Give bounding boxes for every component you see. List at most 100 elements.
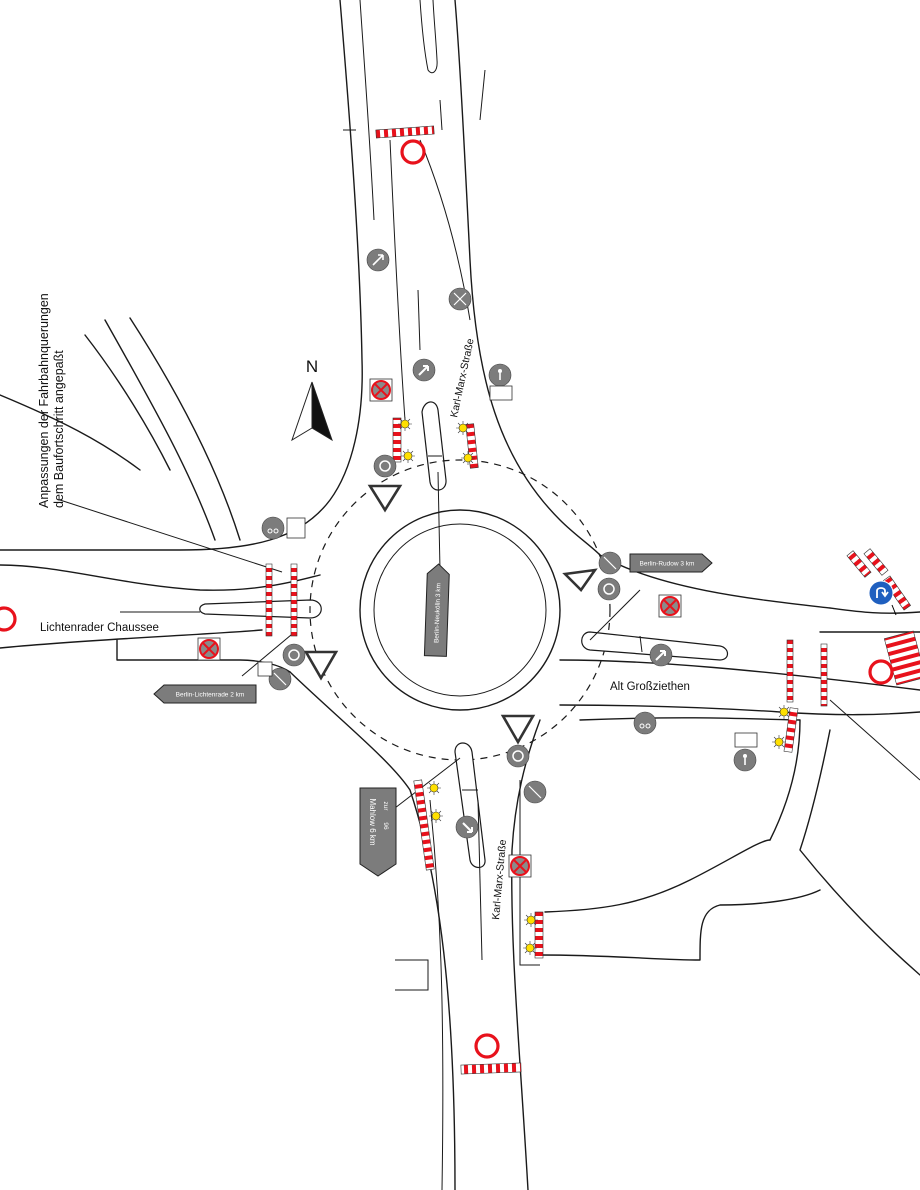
north-road-west-edge: [0, 0, 363, 551]
warning-light-icon: [455, 420, 471, 436]
nw-road-c: [0, 394, 141, 471]
street-label-alt-grossziethen: Alt Großziethen: [610, 681, 690, 693]
north-label: N: [306, 357, 318, 376]
no-stopping-icon: [197, 637, 221, 661]
yield-sign-icon: [303, 650, 339, 681]
north-median-2: [359, 0, 375, 221]
cyclist-icon: [598, 551, 622, 575]
direction-sign-neukoelln: Berlin-Neukölln 3 km: [423, 563, 450, 657]
supplementary-bicycle-plate: [734, 732, 758, 748]
east-south-bottom: [539, 889, 821, 961]
leader-line-east: [829, 699, 920, 781]
barrier-northeast-a: [846, 550, 872, 578]
cyclist-icon: [633, 711, 657, 735]
direction-sign-label: Mahlow 6 km: [368, 798, 377, 845]
barrier-east-side: [783, 707, 799, 753]
direction-sign-lichtenrade: Berlin-Lichtenrade 2 km: [153, 684, 257, 704]
turn-arrow-icon: [366, 248, 390, 272]
warning-light-icon: [523, 912, 539, 928]
roundabout-icon: [373, 454, 397, 478]
nw-road-b: [129, 317, 241, 541]
east-south-side-a: [579, 717, 801, 841]
warning-light-icon: [428, 808, 444, 824]
pedestrian-icon: [488, 363, 512, 387]
barrier-west-1: [265, 563, 273, 637]
roundabout-outer-dash: [309, 459, 611, 761]
roundabout-icon: [506, 744, 530, 768]
direction-sign-label: zur: [382, 801, 389, 811]
north-lane-c: [479, 69, 486, 121]
direction-sign-mahlow: zur 96 Mahlow 6 km: [359, 787, 397, 877]
south-splitter-island: [454, 742, 486, 869]
supplementary-bicycle-plate: [489, 385, 513, 401]
south-west-stub: [395, 959, 429, 991]
barrier-east-far: [883, 630, 920, 686]
barrier-northeast-c: [882, 575, 912, 611]
yield-sign-icon: [500, 714, 536, 745]
north-arrow-icon: [291, 381, 333, 442]
no-entry-icon: [474, 1033, 500, 1059]
barrier-south: [460, 1062, 522, 1075]
annotation-line-1: Anpassungen der Fahrbahnquerungen: [37, 293, 51, 508]
roundabout-icon: [597, 577, 621, 601]
south-road-east-edge: [511, 719, 541, 1190]
turn-arrow-icon: [649, 643, 673, 667]
turn-arrow-icon: [412, 358, 436, 382]
warning-light-icon: [776, 704, 792, 720]
direction-sign-label: Berlin-Neukölln 3 km: [433, 583, 442, 643]
north-inner-3: [417, 289, 421, 351]
no-entry-icon: [400, 139, 426, 165]
no-entry-icon: [868, 659, 894, 685]
direction-sign-rudow: Berlin-Rudow 3 km: [629, 553, 713, 573]
barrier-south-side: [534, 911, 544, 959]
yield-sign-icon: [367, 484, 403, 513]
direction-sign-label: Berlin-Lichtenrade 2 km: [176, 692, 245, 699]
nw-road-a: [104, 319, 216, 541]
barrier-north-inner-west: [392, 417, 402, 463]
street-label-karl-marx-north: Karl-Marx-Straße: [448, 337, 477, 418]
street-label-lichtenrader: Lichtenrader Chaussee: [40, 622, 159, 634]
supplementary-bicycle-plate: [286, 517, 306, 539]
roundabout-central-island: [359, 509, 561, 711]
east-road-north-edge: [599, 554, 920, 614]
barrier-south-inner: [413, 779, 435, 871]
east-road-south-edge: [559, 704, 920, 716]
cyclist-icon: [523, 780, 547, 804]
warning-light-icon: [426, 780, 442, 796]
mandatory-direction-icon: [868, 580, 894, 606]
warning-light-icon: [522, 940, 538, 956]
cyclist-icon: [261, 516, 285, 540]
north-median-1: [419, 0, 438, 74]
annotation-line-2: dem Baufortschritt angepaßt: [52, 350, 66, 508]
supplementary-turn-plate: [257, 661, 273, 677]
direction-sign-label: Berlin-Rudow 3 km: [640, 561, 695, 568]
no-stopping-icon: [658, 594, 682, 618]
warning-light-icon: [771, 734, 787, 750]
turn-arrow-icon: [455, 815, 479, 839]
pedestrian-icon: [733, 748, 757, 772]
south-road-west-edge: [289, 671, 456, 1190]
cyclist-icon: [268, 667, 292, 691]
east-road-mid: [559, 659, 920, 691]
warning-light-icon: [400, 448, 416, 464]
warning-light-icon: [460, 450, 476, 466]
leader-line-annotation: [59, 499, 283, 573]
barrier-north-inner-east: [465, 423, 479, 469]
barrier-east-2: [820, 643, 828, 707]
east-south-side-b: [799, 729, 920, 976]
no-entry-icon: [0, 606, 17, 632]
no-stopping-icon: [369, 378, 393, 402]
barrier-north: [375, 125, 435, 139]
yield-sign-icon: [562, 568, 598, 593]
nw-road-d: [84, 334, 171, 471]
west-splitter-island: [199, 599, 322, 619]
direction-sign-label: 96: [382, 822, 389, 830]
barrier-west-2: [290, 563, 298, 637]
roundabout-icon: [282, 643, 306, 667]
north-splitter-island: [421, 401, 447, 491]
barrier-east-1: [786, 639, 794, 703]
cyclist-icon: [448, 287, 472, 311]
no-stopping-icon: [508, 854, 532, 878]
north-road-east-edge: [454, 0, 601, 556]
